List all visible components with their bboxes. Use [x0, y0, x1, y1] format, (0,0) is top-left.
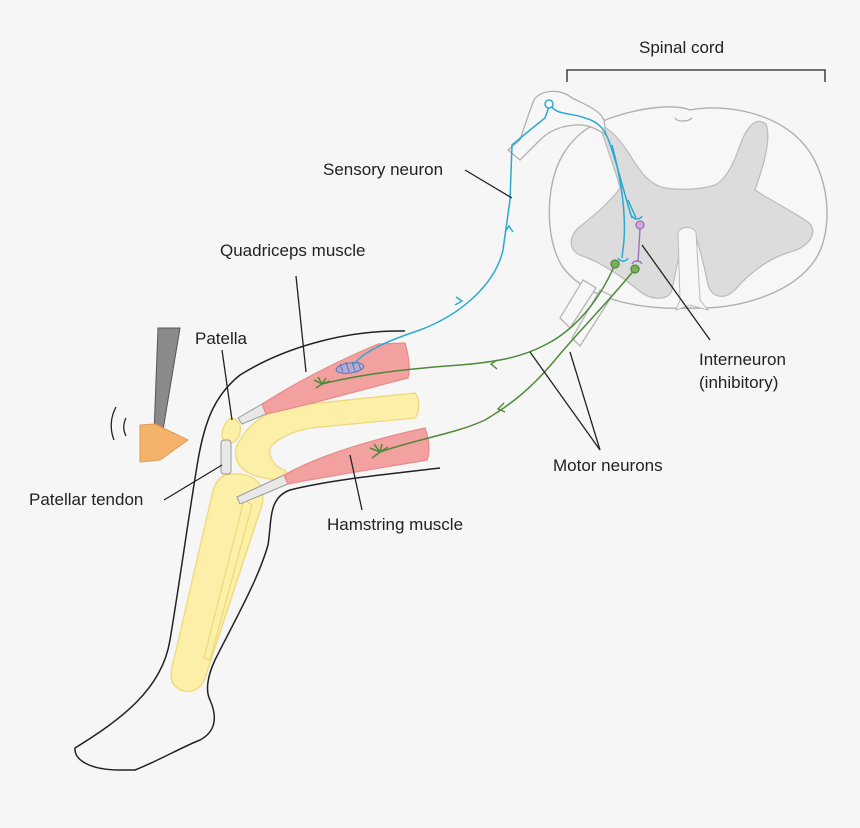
fibula-bone [203, 499, 253, 661]
reflex-hammer [139, 327, 189, 463]
motor-neuron-quadriceps [313, 263, 616, 389]
patella-bone [221, 417, 242, 444]
interneuron [631, 220, 645, 265]
sensory-neuron-path [351, 103, 637, 367]
interneuron-label: Interneuron [699, 350, 786, 369]
spinal-cord-label: Spinal cord [639, 38, 724, 57]
leader-lines [163, 169, 711, 511]
quadriceps-muscle-shape [237, 342, 410, 425]
motor-arrow-1 [489, 359, 498, 370]
spinal-cord-bracket [566, 69, 826, 82]
quadriceps-muscle-label: Quadriceps muscle [220, 241, 366, 260]
patellar-tendon-shape [220, 439, 232, 475]
muscle-spindle [335, 361, 365, 374]
patellar-tendon-label: Patellar tendon [29, 490, 143, 509]
impact-motion-lines [110, 406, 127, 441]
sensory-neuron-label: Sensory neuron [323, 160, 443, 179]
sensory-arrow-1 [454, 296, 464, 306]
patella-label: Patella [195, 329, 248, 348]
leg-outline [74, 330, 441, 771]
motor-neuron-cell-body-2 [630, 264, 640, 274]
motor-arrow-2 [496, 402, 506, 413]
motor-neuron-cell-body-1 [610, 259, 620, 269]
spinal-cord-cross-section [506, 90, 828, 347]
hamstring-muscle-label: Hamstring muscle [327, 515, 463, 534]
sensory-arrow-2 [504, 224, 514, 233]
sensory-cell-body [544, 99, 554, 109]
interneuron-type-label: (inhibitory) [699, 373, 778, 392]
motor-neurons-label: Motor neurons [553, 456, 663, 475]
hamstring-muscle-shape [236, 427, 430, 505]
motor-neuron-hamstring [369, 268, 636, 459]
